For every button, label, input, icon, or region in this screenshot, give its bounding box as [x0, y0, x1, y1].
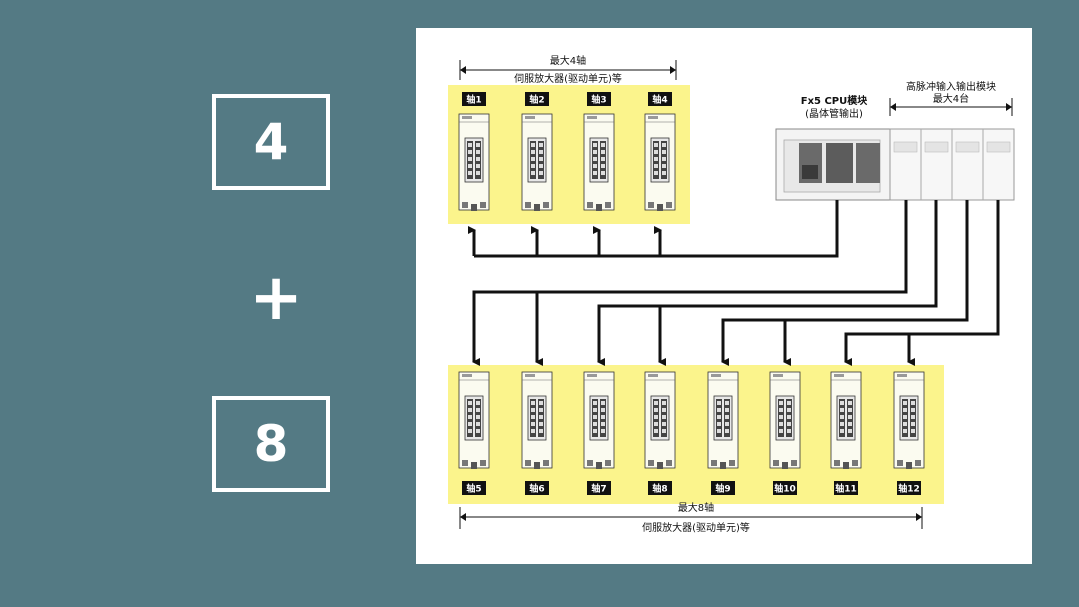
top-axis-label-1: 轴1 [462, 92, 486, 106]
top-servo-2 [521, 113, 553, 211]
bottom-axis-label-6-text: 轴6 [529, 483, 544, 495]
bottom-axis-label-12: 轴12 [897, 481, 921, 495]
top-servo-1 [458, 113, 490, 211]
bottom-servo-10 [769, 371, 801, 469]
bottom-axis-label-5-text: 轴5 [466, 483, 481, 495]
bottom-axis-label-10-text: 轴10 [774, 483, 796, 495]
servo-system-diagram: 轴1 轴2 轴3 轴4 最大4轴 伺服放大器(驱动单元)等 Fx5 CPU模块 (晶体… [416, 28, 1032, 564]
bottom-axis-count: 8 [253, 415, 289, 473]
wire-io3-axis9 [721, 200, 969, 366]
top-axis-label-4: 轴4 [648, 92, 672, 106]
bottom-axis-label-7: 轴7 [587, 481, 611, 495]
wiring [468, 200, 1000, 366]
bottom-axis-label-11: 轴11 [834, 481, 858, 495]
io-module-subtitle: 最大4台 [933, 92, 969, 105]
bottom-axis-label-9-text: 轴9 [715, 483, 730, 495]
bottom-axis-label-9: 轴9 [711, 481, 735, 495]
io-modules [889, 128, 1015, 201]
top-axis-count-box: 4 [212, 94, 330, 190]
top-axis-label-1-text: 轴1 [466, 94, 481, 106]
bottom-caption: 伺服放大器(驱动单元)等 [642, 521, 750, 534]
bottom-axis-count-box: 8 [212, 396, 330, 492]
bottom-axis-label-12-text: 轴12 [898, 483, 920, 495]
bottom-axis-label-10: 轴10 [773, 481, 797, 495]
top-axis-label-3: 轴3 [587, 92, 611, 106]
io-module-title: 高脉冲输入输出模块 [906, 80, 996, 93]
top-servo-3 [583, 113, 615, 211]
plus-sign: + [249, 261, 303, 335]
top-servo-4 [644, 113, 676, 211]
bottom-axis-label-7-text: 轴7 [591, 483, 606, 495]
wire-io2-axis7 [597, 200, 938, 366]
bottom-axis-label-5: 轴5 [462, 481, 486, 495]
bottom-servo-6 [521, 371, 553, 469]
top-axis-label-3-text: 轴3 [591, 94, 606, 106]
wire-io4-axis11 [844, 200, 1000, 366]
bottom-servo-8 [644, 371, 676, 469]
top-caption: 伺服放大器(驱动单元)等 [514, 72, 622, 85]
cpu-bus [474, 200, 839, 258]
cpu-subtitle: (晶体管输出) [805, 107, 863, 120]
bottom-servo-9 [707, 371, 739, 469]
top-axis-label-4-text: 轴4 [652, 94, 667, 106]
bottom-axis-label-11-text: 轴11 [835, 483, 857, 495]
top-axis-label-2-text: 轴2 [529, 94, 544, 106]
cpu-module [775, 128, 891, 201]
top-max-label: 最大4轴 [550, 54, 586, 67]
bottom-servo-5 [458, 371, 490, 469]
bottom-servo-7 [583, 371, 615, 469]
bottom-servo-12 [893, 371, 925, 469]
top-axis-count: 4 [253, 113, 289, 171]
cpu-title: Fx5 CPU模块 [801, 94, 869, 107]
top-axis-label-2: 轴2 [525, 92, 549, 106]
bottom-servo-11 [830, 371, 862, 469]
bottom-axis-label-6: 轴6 [525, 481, 549, 495]
wire-io1-axis5 [472, 200, 908, 366]
bottom-max-label: 最大8轴 [678, 501, 714, 514]
bottom-axis-label-8-text: 轴8 [652, 483, 667, 495]
bottom-axis-label-8: 轴8 [648, 481, 672, 495]
